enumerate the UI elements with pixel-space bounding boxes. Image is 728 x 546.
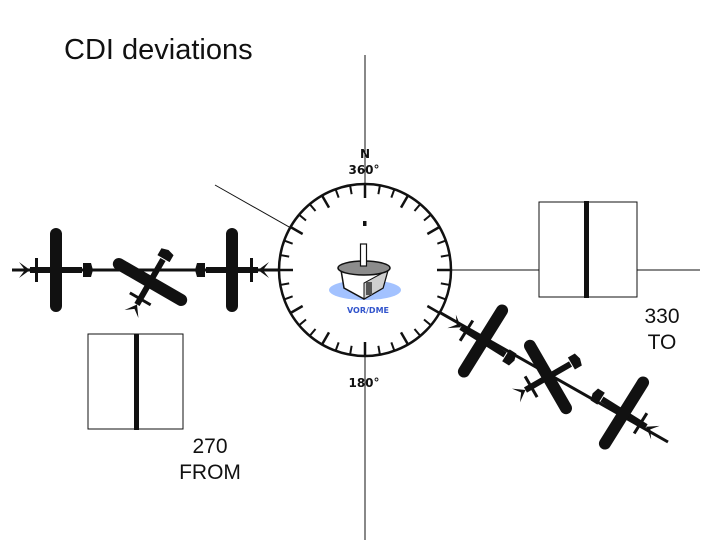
cdi-indicator-from	[87, 333, 184, 430]
compass-tick	[280, 282, 290, 286]
compass-tick	[289, 225, 304, 236]
airplane-icon	[95, 228, 205, 336]
cdi-needle-from	[134, 334, 139, 430]
compass-tick	[440, 282, 450, 286]
compass-ticks	[279, 184, 451, 356]
compass-tick	[280, 254, 290, 258]
compass-tick	[399, 194, 410, 209]
cdi-needle-to	[584, 201, 589, 298]
vor-dme-station-icon: VOR/DME	[329, 243, 401, 315]
airplane-icon	[19, 228, 93, 312]
compass-tick	[377, 345, 381, 355]
compass-tick	[437, 239, 447, 245]
from-indicator-label: 270 FROM	[170, 434, 250, 486]
cdi-indicator-to	[538, 201, 638, 298]
page-title: CDI deviations	[64, 34, 253, 66]
to-radial-value: 330	[644, 305, 680, 328]
from-flag-text: FROM	[179, 461, 241, 484]
compass-tick	[334, 342, 340, 352]
airplane-icon	[494, 322, 602, 432]
compass-tick	[426, 225, 441, 236]
compass-tick	[283, 239, 293, 245]
airplane-icon	[195, 228, 269, 312]
compass-tick	[426, 304, 441, 315]
north-heading-label: 360°	[348, 163, 379, 177]
from-radial-value: 270	[192, 435, 228, 458]
compass-tick	[298, 213, 307, 222]
south-heading-label: 180°	[348, 376, 379, 390]
compass-tick	[349, 345, 353, 355]
to-flag-text: TO	[647, 331, 677, 354]
compass-tick	[437, 295, 447, 301]
station-label: VOR/DME	[347, 306, 389, 315]
compass-tick	[377, 185, 381, 195]
station-antenna	[359, 243, 368, 267]
compass-tick	[440, 254, 450, 258]
airplane-icon	[570, 357, 678, 469]
compass-tick	[308, 328, 317, 337]
heading-index-mark	[363, 221, 367, 226]
compass-tick	[390, 342, 396, 352]
compass-tick	[320, 194, 331, 209]
compass-tick	[413, 203, 422, 212]
north-letter: N	[360, 147, 370, 161]
station-door	[366, 282, 372, 295]
compass-tick	[413, 328, 422, 337]
compass-tick	[320, 331, 331, 346]
compass-tick	[283, 295, 293, 301]
compass-tick	[298, 318, 307, 327]
compass-tick	[308, 203, 317, 212]
compass-tick	[289, 304, 304, 315]
compass-tick	[423, 318, 432, 327]
compass-tick	[349, 185, 353, 195]
compass-tick	[399, 331, 410, 346]
compass-tick	[423, 213, 432, 222]
to-indicator-label: 330 TO	[628, 304, 696, 356]
compass-tick	[390, 188, 396, 198]
compass-tick	[334, 188, 340, 198]
